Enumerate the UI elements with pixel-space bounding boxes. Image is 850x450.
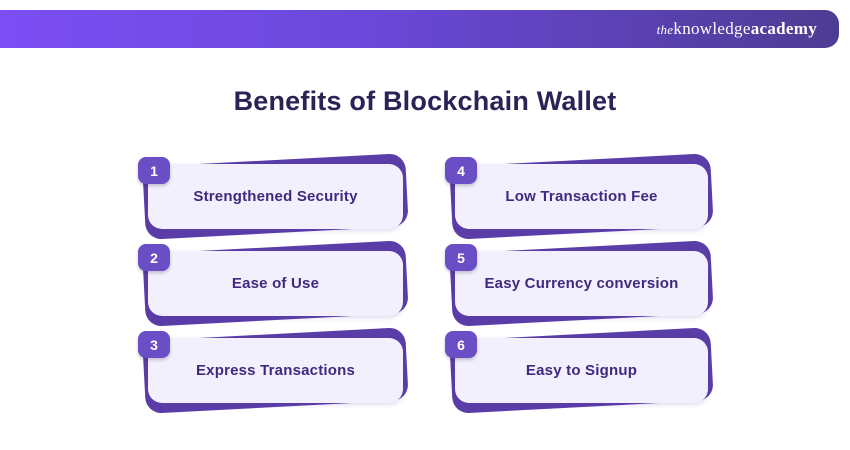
- page-title: Benefits of Blockchain Wallet: [233, 86, 617, 116]
- card-label: Express Transactions: [195, 362, 356, 379]
- benefit-card-6: 6 Easy to Signup: [445, 327, 714, 414]
- card-body: Strengthened Security: [148, 164, 403, 229]
- card-body: Express Transactions: [148, 338, 403, 403]
- logo-the: the: [656, 22, 674, 37]
- card-body: Easy to Signup: [455, 338, 708, 403]
- benefit-card-4: 4 Low Transaction Fee: [445, 153, 714, 240]
- card-number-badge: 2: [138, 244, 170, 271]
- card-number-badge: 1: [138, 157, 170, 184]
- card-number-badge: 5: [445, 244, 477, 271]
- card-number-badge: 6: [445, 331, 477, 358]
- benefit-card-5: 5 Easy Currency conversion: [445, 240, 714, 327]
- benefits-grid: 1 Strengthened Security 2 Ease of Use 3 …: [138, 153, 714, 414]
- card-label: Easy Currency conversion: [484, 275, 679, 292]
- benefit-card-1: 1 Strengthened Security: [138, 153, 409, 240]
- logo-academy: academy: [750, 19, 817, 38]
- header-bar: theknowledgeacademy: [0, 10, 839, 48]
- card-label: Easy to Signup: [525, 362, 638, 379]
- card-label: Ease of Use: [231, 275, 320, 292]
- card-label: Strengthened Security: [193, 188, 358, 205]
- card-number-badge: 4: [445, 157, 477, 184]
- logo-knowledge: knowledge: [673, 19, 751, 38]
- card-body: Easy Currency conversion: [455, 251, 708, 316]
- brand-logo: theknowledgeacademy: [657, 19, 817, 39]
- benefit-card-3: 3 Express Transactions: [138, 327, 409, 414]
- card-number-badge: 3: [138, 331, 170, 358]
- card-body: Low Transaction Fee: [455, 164, 708, 229]
- benefit-card-2: 2 Ease of Use: [138, 240, 409, 327]
- card-label: Low Transaction Fee: [505, 188, 658, 205]
- card-body: Ease of Use: [148, 251, 403, 316]
